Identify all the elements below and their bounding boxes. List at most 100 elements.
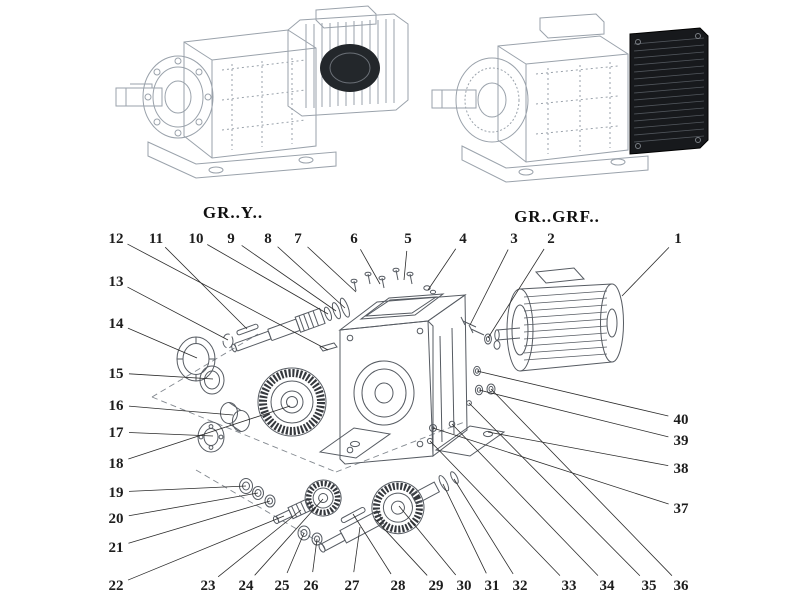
part-number-8: 8	[264, 231, 272, 247]
part-number-9: 9	[227, 231, 235, 247]
assembled-view-flange-mounted	[431, 13, 709, 183]
leader-line-part-11	[164, 246, 248, 330]
side-plug	[448, 420, 456, 428]
part-number-34: 34	[600, 578, 616, 594]
leader-line-part-35	[468, 402, 641, 577]
leader-line-part-26	[312, 538, 318, 573]
circlip	[222, 333, 234, 349]
part-number-33: 33	[562, 578, 577, 594]
oil-sight-plug	[429, 424, 437, 432]
leader-line-part-31	[442, 483, 487, 574]
part-number-32: 32	[513, 578, 528, 594]
gearbox-housing	[318, 293, 506, 465]
leader-line-part-22	[127, 515, 285, 581]
leader-line-part-32	[453, 478, 514, 575]
shim-ring	[474, 384, 484, 396]
housing-bolt-lines	[535, 62, 619, 154]
part-number-29: 29	[429, 578, 444, 594]
part-number-3: 3	[510, 231, 518, 247]
part-number-25: 25	[275, 578, 290, 594]
shaft-key	[340, 506, 366, 524]
leader-line-part-8	[277, 246, 346, 309]
motor-drawing	[287, 5, 409, 117]
part-number-15: 15	[109, 366, 124, 382]
shaft-key	[236, 323, 259, 336]
leader-line-part-12	[127, 243, 329, 351]
part-number-12: 12	[109, 231, 124, 247]
part-number-5: 5	[404, 231, 412, 247]
adapter-ring	[486, 383, 496, 395]
leader-line-part-40	[476, 370, 669, 417]
part-number-20: 20	[109, 511, 124, 527]
leader-line-part-3	[469, 249, 509, 326]
part-number-17: 17	[109, 425, 125, 441]
leader-line-part-6	[360, 249, 381, 285]
part-number-36: 36	[674, 578, 690, 594]
output-shaft-assembly	[318, 471, 459, 553]
foot-bolt-hole	[483, 430, 493, 438]
oil-seal	[176, 336, 216, 382]
leader-line-part-30	[398, 505, 457, 576]
seal-ring	[199, 365, 225, 395]
washer	[429, 289, 437, 295]
leader-line-part-9	[241, 245, 337, 312]
washer	[423, 285, 431, 291]
leader-line-part-1	[621, 247, 670, 297]
leader-line-part-19	[128, 485, 247, 492]
motor-exploded	[494, 267, 624, 372]
spacer-sleeve	[220, 402, 250, 432]
motor-mounting-parts	[460, 316, 501, 396]
vent-plug	[466, 400, 472, 406]
drain-plug	[426, 437, 434, 445]
part-number-1: 1	[674, 231, 682, 247]
terminal-box	[534, 267, 586, 284]
leader-line-part-25	[286, 532, 305, 574]
part-number-23: 23	[201, 578, 216, 594]
part-number-13: 13	[109, 274, 124, 290]
part-number-18: 18	[109, 456, 124, 472]
part-number-40: 40	[674, 412, 689, 428]
assembly-axis-lines	[151, 333, 468, 546]
part-number-26: 26	[304, 578, 320, 594]
part-number-19: 19	[109, 485, 124, 501]
ball-bearing	[197, 421, 225, 453]
part-number-22: 22	[109, 578, 124, 594]
leader-line-part-10	[207, 244, 329, 315]
leader-line-part-2	[487, 248, 545, 339]
leader-line-part-21	[128, 500, 271, 544]
part-number-39: 39	[674, 433, 689, 449]
leader-line-part-5	[403, 250, 408, 281]
leader-line-part-15	[128, 373, 214, 380]
leader-line-part-16	[128, 405, 234, 416]
part-number-31: 31	[485, 578, 500, 594]
part-number-14: 14	[109, 316, 125, 332]
part-number-21: 21	[109, 540, 124, 556]
shim-ring	[473, 365, 481, 377]
leader-line-part-20	[128, 492, 259, 517]
leader-line-part-13	[127, 286, 229, 341]
part-number-37: 37	[674, 501, 690, 517]
part-number-28: 28	[391, 578, 406, 594]
leader-line-part-37	[432, 427, 669, 505]
leader-line-part-4	[427, 248, 457, 291]
part-number-6: 6	[350, 231, 358, 247]
leader-line-part-34	[451, 423, 599, 576]
part-number-7: 7	[294, 231, 302, 247]
part-number-4: 4	[459, 231, 467, 247]
fan-cover-dark	[629, 27, 709, 155]
variant-label-gr-y: GR..Y..	[203, 203, 263, 222]
leader-line-part-33	[429, 440, 561, 576]
part-number-35: 35	[642, 578, 657, 594]
washers-19-21	[239, 478, 276, 508]
leader-line-part-39	[478, 389, 669, 438]
part-number-11: 11	[149, 231, 163, 247]
terminal-box	[315, 5, 377, 29]
leader-line-part-38	[487, 431, 669, 467]
part-number-24: 24	[239, 578, 255, 594]
part-number-38: 38	[674, 461, 689, 477]
second-stage-gear	[257, 367, 327, 437]
exploded-view-drawing	[151, 267, 624, 553]
housing-bolt-lines	[221, 58, 307, 150]
